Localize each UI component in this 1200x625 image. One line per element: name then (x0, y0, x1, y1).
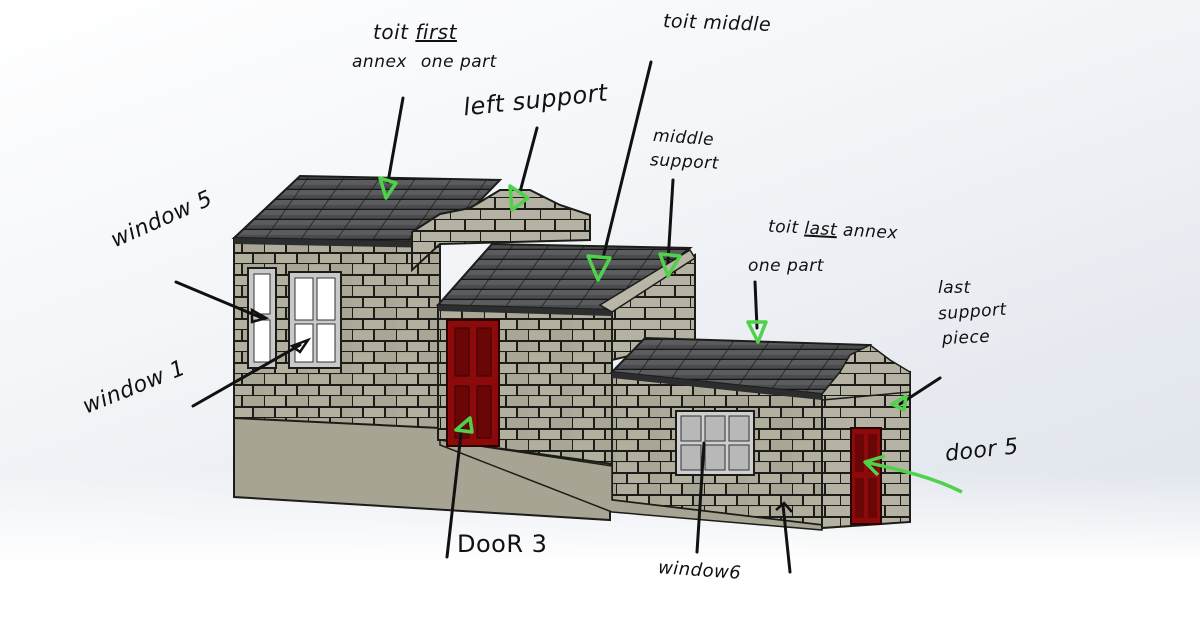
black-arrowheads (250, 307, 793, 513)
label-middle: middle (652, 125, 715, 151)
label-last: last (938, 278, 971, 298)
label-toit-middle: toit middle (662, 10, 772, 36)
label-text: annex (842, 220, 899, 244)
label-text: one part (420, 52, 497, 72)
label-one-part: one part (748, 256, 824, 276)
label-underlined-word: last (803, 218, 838, 241)
label-text: toit (767, 216, 800, 239)
door-3 (446, 319, 500, 447)
label-door-3: DooR 3 (457, 530, 548, 558)
label-piece: piece (941, 326, 991, 350)
label-annex-one-part: annex one part (352, 54, 497, 71)
label-text: annex (352, 52, 407, 72)
label-support-2: support (937, 299, 1008, 325)
window-1 (288, 271, 342, 369)
leader-lines (174, 60, 942, 574)
door-5 (850, 427, 882, 525)
marker-arrows (378, 176, 963, 494)
label-toit-first: toit first (373, 22, 457, 42)
label-support: support (649, 150, 720, 174)
label-text: toit (373, 20, 409, 44)
label-underlined-word: first (415, 20, 457, 44)
window-6 (675, 410, 755, 476)
left-support-steps (411, 189, 591, 273)
